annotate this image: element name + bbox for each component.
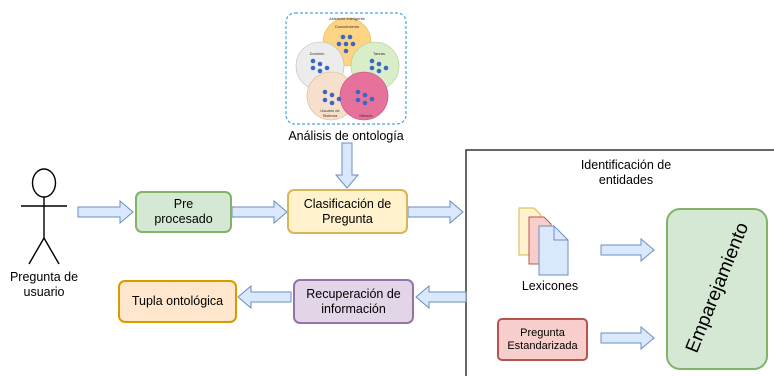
ontology-label-user: Usuario de Sistema [320, 108, 340, 118]
standardized-question-box: Pregunta Estandarizada [497, 318, 588, 361]
ontology-image-title: Asistente inteligente [329, 16, 365, 21]
ontology-analysis-label: Análisis de ontología [288, 129, 404, 143]
entity-identification-label: Identificación de entidades [580, 158, 672, 187]
ontology-label-tasks: Tareas [372, 51, 385, 56]
matching-box [666, 208, 768, 370]
arrow-standardized-to-matching [600, 325, 655, 351]
ontology-label-knowledge: Conocimiento [334, 24, 360, 29]
arrow-lexicons-to-matching [600, 237, 655, 263]
arrow-classification-to-identification [407, 199, 464, 225]
stacked-documents-icon [518, 207, 569, 276]
arrow-actor-to-preprocessing [77, 199, 134, 225]
stick-figure-icon [21, 168, 67, 265]
user-question-label: Pregunta de usuario [9, 270, 79, 299]
arrow-preprocessing-to-classification [231, 199, 288, 225]
actor-right-leg [43, 237, 60, 265]
ontological-tuple-box: Tupla ontológica [118, 280, 237, 323]
ontology-label-domain: Dominio [309, 51, 325, 56]
classification-box: Clasificación de Pregunta [287, 189, 408, 234]
flow-arrows [77, 142, 655, 351]
ontology-label-method: Método [359, 113, 373, 118]
arrow-retrieval-to-tuple [237, 284, 292, 310]
actor-head [31, 168, 57, 198]
arrow-ontology-to-classification [334, 142, 360, 189]
document-front-fold [553, 226, 568, 241]
actor-left-leg [28, 237, 45, 265]
document-front [538, 225, 569, 276]
arrow-identification-to-retrieval [415, 284, 467, 310]
lexicons-label: Lexicones [521, 279, 579, 293]
ontology-venn-icon [295, 17, 400, 121]
preprocessing-box: Pre procesado [135, 191, 232, 233]
retrieval-box: Recuperación de información [293, 279, 414, 324]
